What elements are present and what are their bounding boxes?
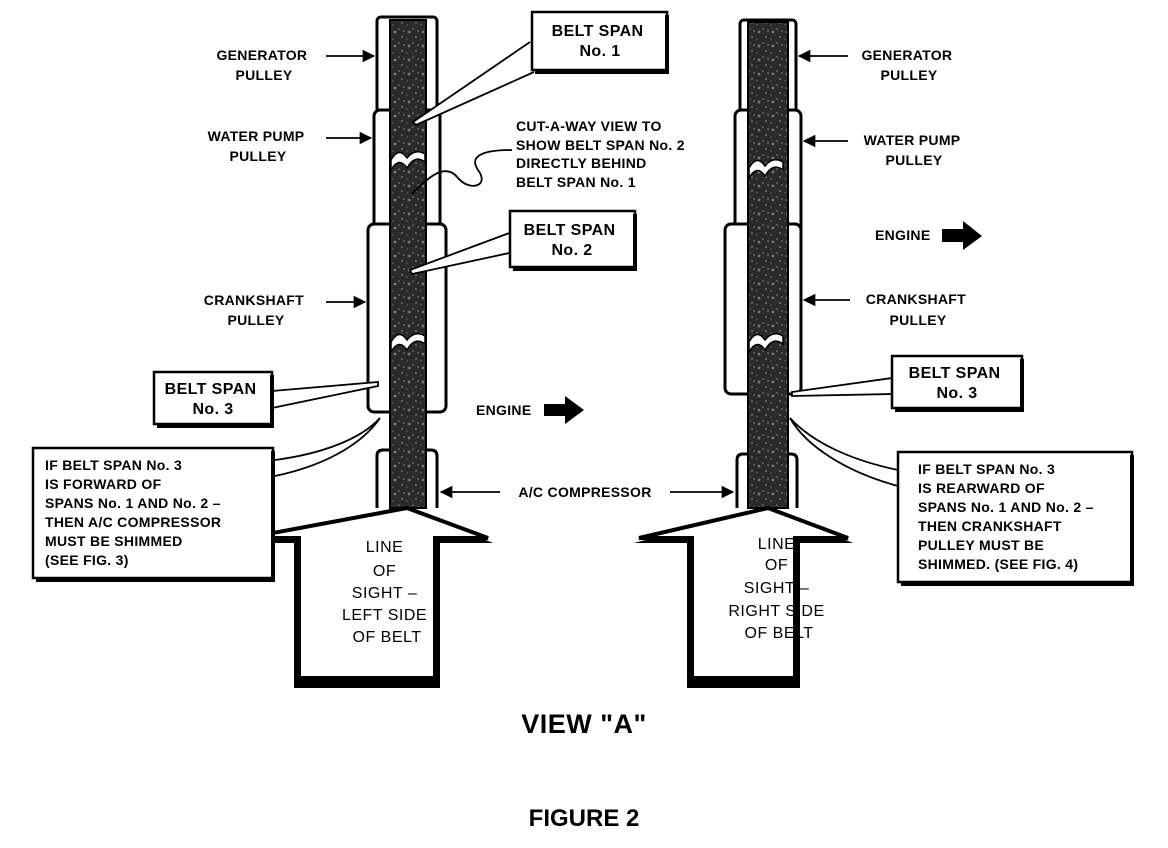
right-span3-box bbox=[890, 354, 1024, 410]
left-cutaway-label: CUT-A-WAY VIEW TO SHOW BELT SPAN No. 2 D… bbox=[516, 118, 689, 190]
left-span1-box bbox=[530, 10, 669, 72]
right-note-callout bbox=[789, 417, 899, 487]
left-sight-label: LINE OF SIGHT – LEFT SIDE OF BELT bbox=[342, 539, 432, 646]
left-engine-arrow-icon bbox=[544, 396, 584, 424]
left-span3-callout bbox=[271, 381, 379, 409]
left-crankshaft-label: CRANKSHAFT PULLEY bbox=[204, 292, 308, 328]
left-belt bbox=[389, 19, 427, 509]
left-cutaway-tear bbox=[390, 151, 426, 173]
left-engine-label: ENGINE bbox=[476, 402, 531, 418]
left-note-callout bbox=[274, 417, 381, 477]
left-span1-label: BELT SPAN No. 1 bbox=[552, 23, 649, 60]
ac-compressor-label-group: A/C COMPRESSOR bbox=[439, 484, 735, 500]
right-span3-label: BELT SPAN No. 3 bbox=[909, 365, 1006, 402]
left-span2-callout bbox=[408, 231, 515, 276]
left-note-text: IF BELT SPAN No. 3 IS FORWARD OF SPANS N… bbox=[45, 457, 226, 568]
left-generator-label: GENERATOR PULLEY bbox=[216, 47, 311, 83]
right-span3-callout bbox=[791, 377, 893, 397]
left-cutaway-leader bbox=[411, 149, 513, 195]
figure-title: FIGURE 2 bbox=[529, 805, 640, 832]
right-cutaway-tear bbox=[748, 333, 784, 355]
left-span3-label: BELT SPAN No. 3 bbox=[165, 381, 262, 418]
right-engine-arrow-icon bbox=[942, 221, 982, 250]
right-cutaway-tear bbox=[748, 159, 784, 181]
right-belt bbox=[747, 21, 789, 509]
left-cutaway-tear bbox=[390, 333, 426, 355]
left-span2-label: BELT SPAN No. 2 bbox=[524, 222, 621, 259]
right-crankshaft-label: CRANKSHAFT PULLEY bbox=[866, 291, 970, 328]
ac-compressor-label: A/C COMPRESSOR bbox=[518, 484, 651, 500]
left-span1-callout bbox=[411, 41, 535, 127]
right-water-pump-label: WATER PUMP PULLEY bbox=[864, 132, 965, 168]
left-view: LINE OF SIGHT – LEFT SIDE OF BELT GENERA… bbox=[31, 10, 689, 688]
left-note-box bbox=[31, 446, 275, 580]
view-title: VIEW "A" bbox=[521, 709, 647, 739]
right-engine-label: ENGINE bbox=[875, 227, 930, 243]
right-generator-label: GENERATOR PULLEY bbox=[861, 47, 956, 83]
right-sight-label: LINE OF SIGHT – RIGHT SIDE OF BELT bbox=[728, 536, 829, 642]
left-water-pump-label: WATER PUMP PULLEY bbox=[208, 128, 309, 164]
right-note-text: IF BELT SPAN No. 3 IS REARWARD OF SPANS … bbox=[918, 461, 1098, 572]
right-sight-arrow bbox=[638, 505, 849, 680]
right-view: LINE OF SIGHT – RIGHT SIDE OF BELT GENER… bbox=[634, 18, 1134, 688]
